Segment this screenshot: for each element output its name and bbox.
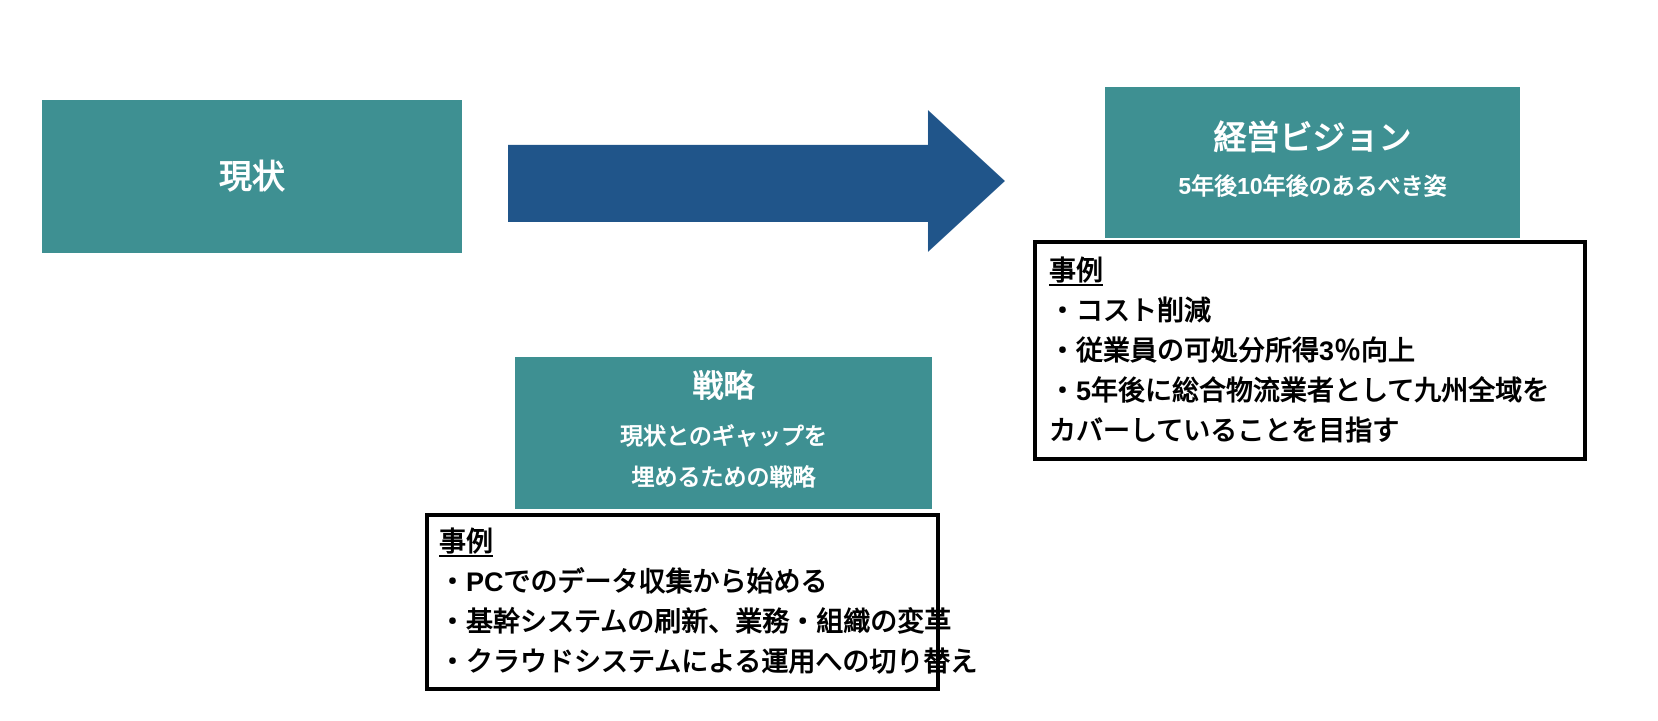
note-line: ・基幹システムの刷新、業務・組織の変革 bbox=[439, 607, 952, 637]
strategy-box: 戦略 現状とのギャップを 埋めるための戦略 bbox=[515, 357, 932, 509]
vision-examples-heading: 事例 bbox=[1049, 256, 1103, 286]
strategy-title: 戦略 bbox=[692, 369, 755, 405]
current-state-box: 現状 bbox=[42, 100, 462, 253]
note-line: ・PCでのデータ収集から始める bbox=[439, 567, 828, 597]
current-state-title: 現状 bbox=[219, 157, 285, 195]
note-line: ・クラウドシステムによる運用への切り替え bbox=[439, 647, 978, 677]
right-arrow-icon bbox=[508, 110, 1005, 252]
vision-examples-lines: ・コスト削減・従業員の可処分所得3％向上・5年後に総合物流業者として九州全域をカ… bbox=[1049, 291, 1571, 451]
note-line: カバーしていることを目指す bbox=[1049, 416, 1400, 446]
vision-examples-note: 事例 ・コスト削減・従業員の可処分所得3％向上・5年後に総合物流業者として九州全… bbox=[1033, 240, 1587, 461]
vision-box: 経営ビジョン 5年後10年後のあるべき姿 bbox=[1105, 87, 1520, 238]
strategy-examples-heading: 事例 bbox=[439, 527, 493, 557]
vision-subtitle: 5年後10年後のあるべき姿 bbox=[1178, 173, 1447, 200]
note-line: ・5年後に総合物流業者として九州全域を bbox=[1049, 376, 1550, 406]
strategy-examples-lines: ・PCでのデータ収集から始める・基幹システムの刷新、業務・組織の変革・クラウドシ… bbox=[439, 562, 978, 682]
vision-title: 経営ビジョン bbox=[1213, 118, 1412, 156]
note-line: ・従業員の可処分所得3％向上 bbox=[1049, 336, 1416, 366]
note-line: ・コスト削減 bbox=[1049, 296, 1211, 326]
strategy-subtitle-line2: 埋めるための戦略 bbox=[631, 463, 816, 490]
strategy-subtitle-line1: 現状とのギャップを bbox=[620, 422, 827, 449]
strategy-examples-note: 事例 ・PCでのデータ収集から始める・基幹システムの刷新、業務・組織の変革・クラ… bbox=[425, 513, 978, 691]
